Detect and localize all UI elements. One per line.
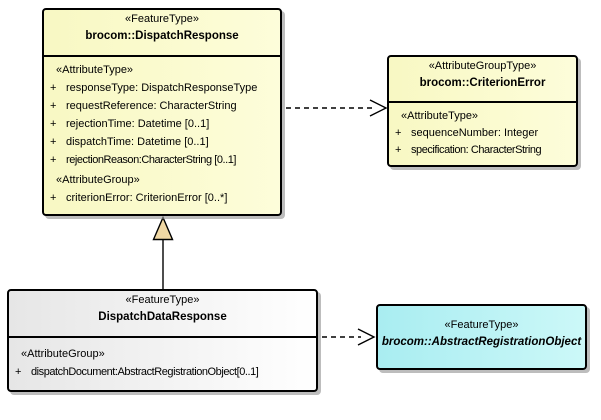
attribute-text: criterionError: CriterionError [0..*]	[66, 192, 228, 204]
attribute-text: responseType: DispatchResponseType	[66, 82, 258, 94]
class-box-abstract-registration-object[interactable]: «FeatureType» brocom::AbstractRegistrati…	[376, 304, 587, 370]
section-label: «AttributeType»	[401, 110, 479, 122]
section-label: «AttributeGroup»	[21, 348, 105, 360]
section-label: «AttributeGroup»	[56, 174, 140, 186]
attribute-text: requestReference: CharacterString	[66, 100, 237, 112]
visibility-sign: +	[50, 192, 57, 204]
attribute-row: + sequenceNumber: Integer	[389, 125, 576, 142]
open-arrowhead-icon	[357, 328, 376, 346]
attribute-row: + criterionError: CriterionError [0..*]	[44, 189, 280, 207]
class-box-dispatch-data-response[interactable]: «FeatureType» DispatchDataResponse «Attr…	[7, 289, 318, 392]
attribute-row: + rejectionReason:CharacterString [0..1]	[44, 151, 280, 169]
class-box-criterion-error[interactable]: «AttributeGroupType» brocom::CriterionEr…	[387, 55, 578, 167]
visibility-sign: +	[395, 144, 402, 156]
attribute-row: + dispatchTime: Datetime [0..1]	[44, 133, 280, 151]
attribute-row: + requestReference: CharacterString	[44, 97, 280, 115]
triangle-arrowhead-icon	[152, 215, 174, 241]
dependency-arrow-criterion-error[interactable]	[286, 99, 388, 117]
visibility-sign: +	[50, 82, 57, 94]
attribute-text: rejectionTime: Datetime [0..1]	[66, 118, 210, 130]
visibility-sign: +	[15, 366, 22, 378]
stereotype-label: «FeatureType»	[444, 319, 519, 331]
stereotype-label: «AttributeGroupType»	[428, 60, 537, 72]
visibility-sign: +	[50, 118, 57, 130]
class-box-dispatch-response[interactable]: «FeatureType» brocom::DispatchResponse «…	[42, 8, 282, 216]
class-header: «FeatureType» brocom::DispatchResponse	[44, 10, 280, 57]
attribute-row: + rejectionTime: Datetime [0..1]	[44, 115, 280, 133]
visibility-sign: +	[395, 127, 402, 139]
attributes-compartment: «AttributeType» + responseType: Dispatch…	[44, 57, 280, 207]
stereotype-label: «FeatureType»	[125, 294, 200, 306]
class-name: brocom::CriterionError	[419, 77, 546, 89]
attribute-text: dispatchDocument:AbstractRegistrationObj…	[31, 366, 259, 378]
attribute-row: + dispatchDocument:AbstractRegistrationO…	[9, 363, 316, 381]
dependency-arrow-abstract-registration-object[interactable]	[322, 328, 376, 346]
attributes-compartment: «AttributeGroup» + dispatchDocument:Abst…	[9, 338, 316, 381]
class-name: DispatchDataResponse	[98, 311, 227, 323]
attribute-text: rejectionReason:CharacterString [0..1]	[66, 154, 236, 166]
attribute-text: specification: CharacterString	[411, 144, 542, 156]
visibility-sign: +	[50, 136, 57, 148]
visibility-sign: +	[50, 100, 57, 112]
class-header: «FeatureType» DispatchDataResponse	[9, 291, 316, 338]
open-arrowhead-icon	[369, 99, 388, 117]
class-name: brocom::DispatchResponse	[85, 30, 239, 42]
generalization-arrow[interactable]	[152, 215, 174, 290]
attribute-row: + specification: CharacterString	[389, 142, 576, 159]
class-header: «AttributeGroupType» brocom::CriterionEr…	[389, 57, 576, 103]
class-name: brocom::AbstractRegistrationObject	[381, 336, 582, 348]
attribute-row: + responseType: DispatchResponseType	[44, 79, 280, 97]
attribute-text: dispatchTime: Datetime [0..1]	[66, 136, 209, 148]
stereotype-label: «FeatureType»	[125, 13, 199, 25]
class-header: «FeatureType» brocom::AbstractRegistrati…	[378, 306, 585, 349]
visibility-sign: +	[50, 154, 57, 166]
attributes-compartment: «AttributeType» + sequenceNumber: Intege…	[389, 103, 576, 159]
section-label: «AttributeType»	[56, 64, 134, 76]
attribute-text: sequenceNumber: Integer	[411, 127, 539, 139]
